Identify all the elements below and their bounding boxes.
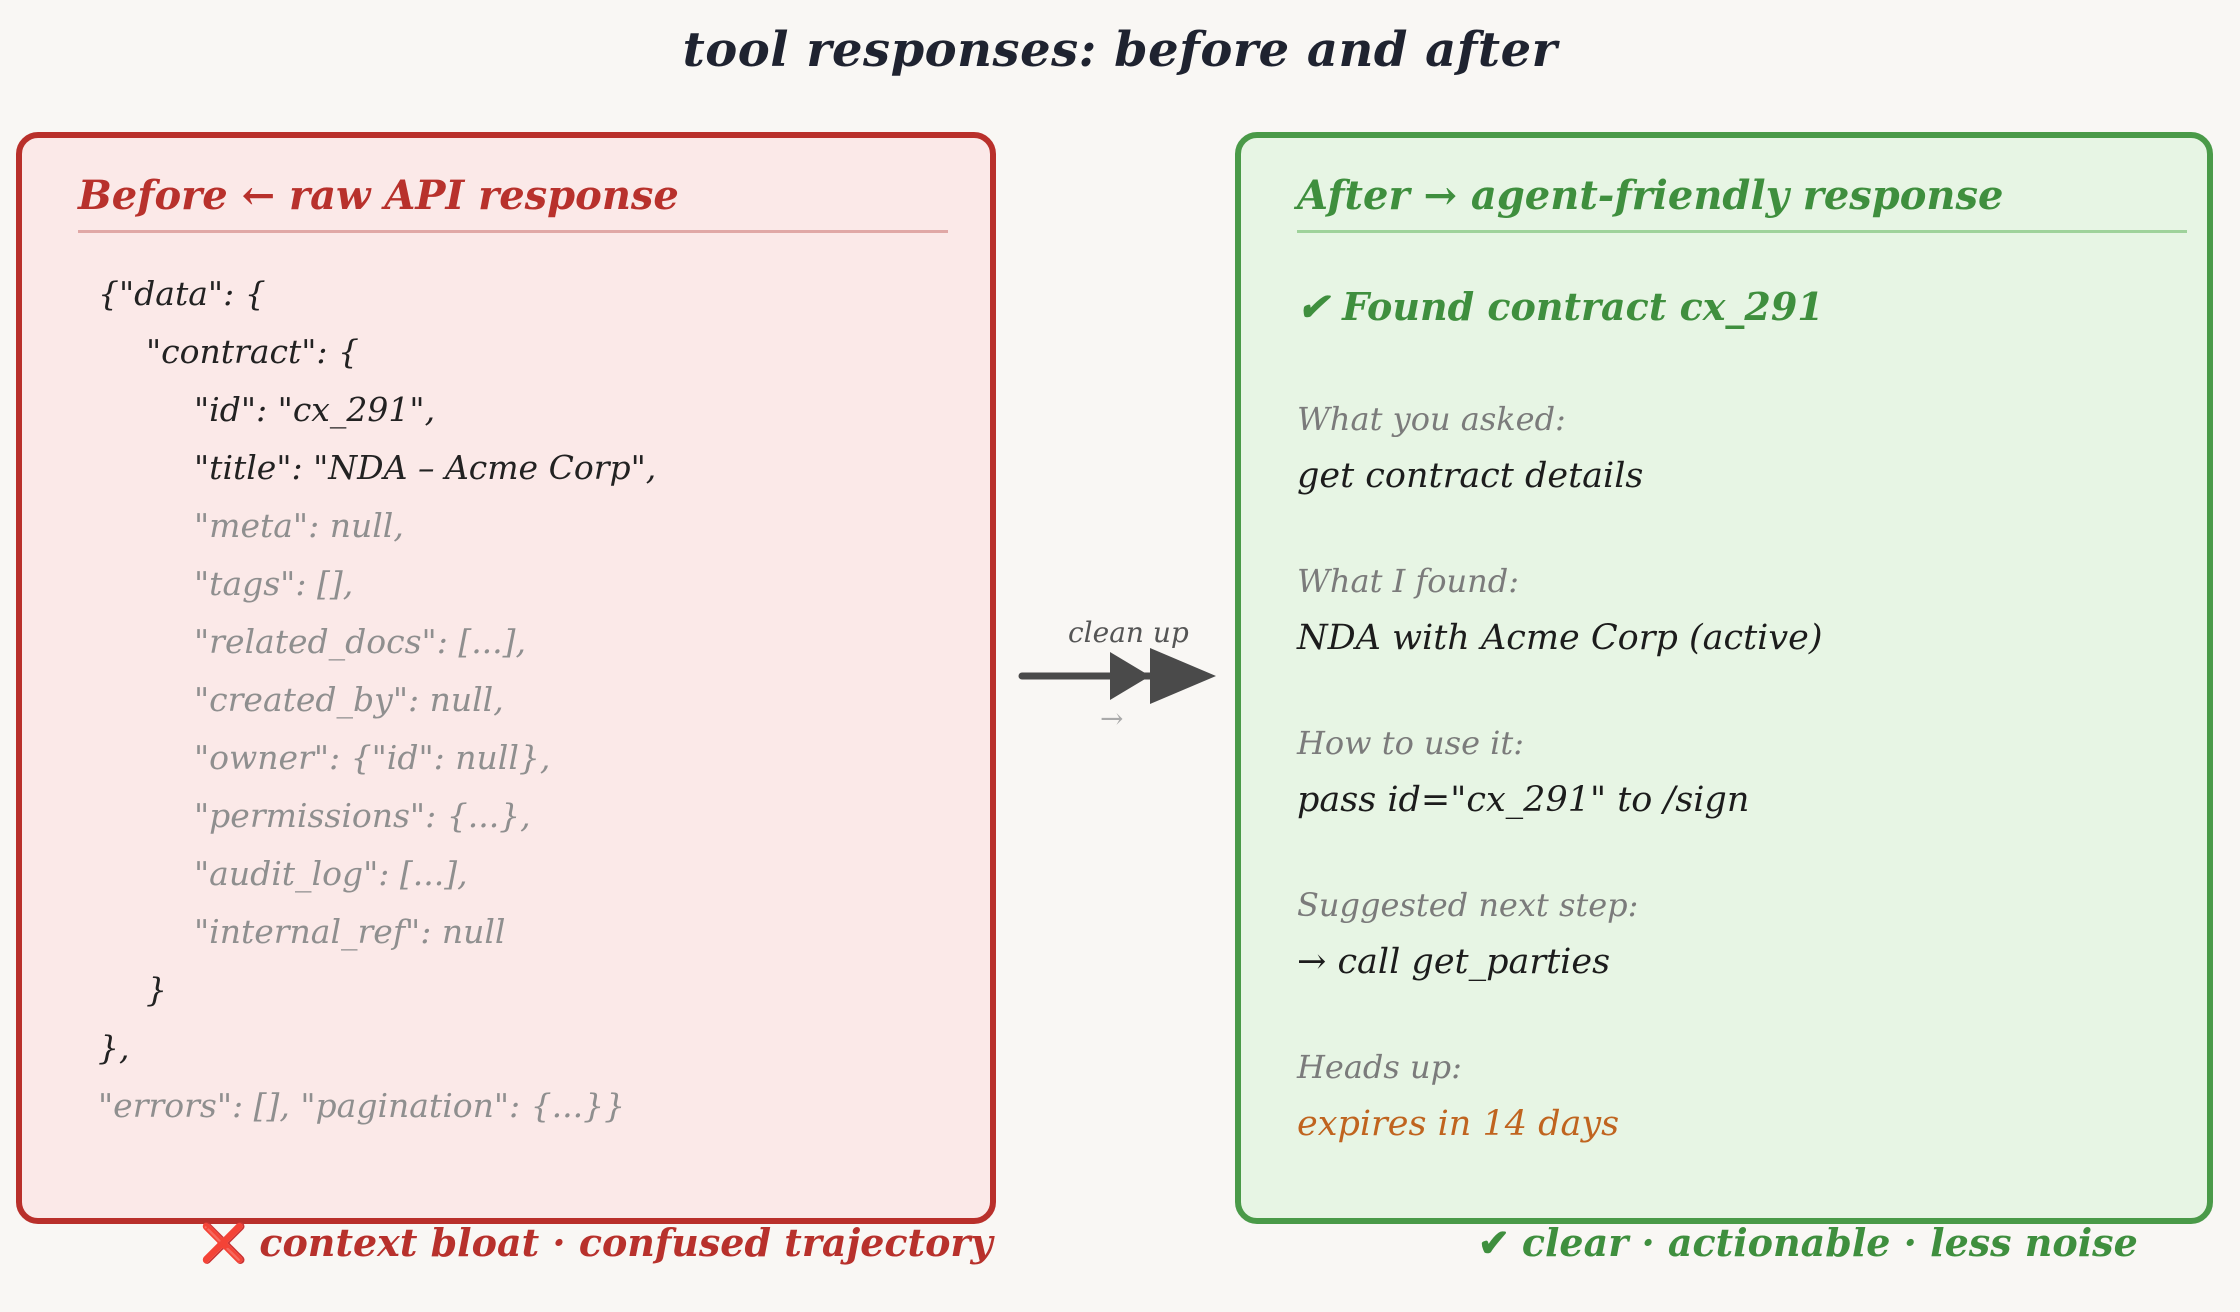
- before-heading-rule: [78, 230, 948, 233]
- right-arrow-icon: [1018, 648, 1216, 704]
- code-line: "owner": {"id": null},: [194, 738, 551, 777]
- section-value-found: NDA with Acme Corp (active): [1297, 618, 1823, 658]
- code-line: }: [146, 970, 167, 1009]
- check-icon: ✔: [1478, 1220, 1510, 1265]
- before-footer: ❌context bloat · confused trajectory: [200, 1220, 993, 1266]
- after-footer-text: clear · actionable · less noise: [1521, 1220, 2138, 1265]
- found-contract-status: ✔ Found contract cx_291: [1297, 284, 1824, 329]
- cross-icon: ❌: [200, 1220, 248, 1265]
- after-footer: ✔clear · actionable · less noise: [1478, 1220, 2138, 1265]
- before-panel: Before ← raw API response {"data": { "con…: [16, 132, 996, 1224]
- code-line: "permissions": {...},: [194, 796, 531, 835]
- code-line: "audit_log": [...],: [194, 854, 468, 893]
- small-arrow-icon: →: [1100, 702, 1124, 735]
- code-line: "related_docs": [...],: [194, 622, 527, 661]
- code-line: "id": "cx_291",: [194, 390, 436, 429]
- code-line: "internal_ref": null: [194, 912, 506, 951]
- code-line: {"data": {: [98, 274, 266, 313]
- section-label-asked: What you asked:: [1297, 400, 1566, 438]
- section-value-heads-up: expires in 14 days: [1297, 1104, 1620, 1144]
- diagram-title: tool responses: before and after: [682, 22, 1558, 78]
- after-heading: After → agent-friendly response: [1297, 172, 2004, 219]
- section-value-next-step: → call get_parties: [1297, 942, 1611, 982]
- after-heading-rule: [1297, 230, 2187, 233]
- section-value-asked: get contract details: [1297, 456, 1644, 496]
- code-line: "contract": {: [146, 332, 360, 371]
- code-line: },: [98, 1028, 130, 1067]
- code-line: "created_by": null,: [194, 680, 504, 719]
- before-heading: Before ← raw API response: [78, 172, 679, 219]
- code-line: "errors": [], "pagination": {...}}: [98, 1086, 626, 1125]
- section-value-usage: pass id="cx_291" to /sign: [1297, 780, 1750, 820]
- code-line: "meta": null,: [194, 506, 404, 545]
- section-label-found: What I found:: [1297, 562, 1520, 600]
- clean-up-label: clean up: [1068, 616, 1189, 649]
- clean-up-arrow: clean up →: [1010, 600, 1230, 760]
- code-line: "title": "NDA – Acme Corp",: [194, 448, 657, 487]
- section-label-next-step: Suggested next step:: [1297, 886, 1639, 924]
- before-footer-text: context bloat · confused trajectory: [259, 1220, 993, 1265]
- after-panel: After → agent-friendly response ✔ Found …: [1235, 132, 2213, 1224]
- section-label-usage: How to use it:: [1297, 724, 1525, 762]
- section-label-heads-up: Heads up:: [1297, 1048, 1462, 1086]
- code-line: "tags": [],: [194, 564, 354, 603]
